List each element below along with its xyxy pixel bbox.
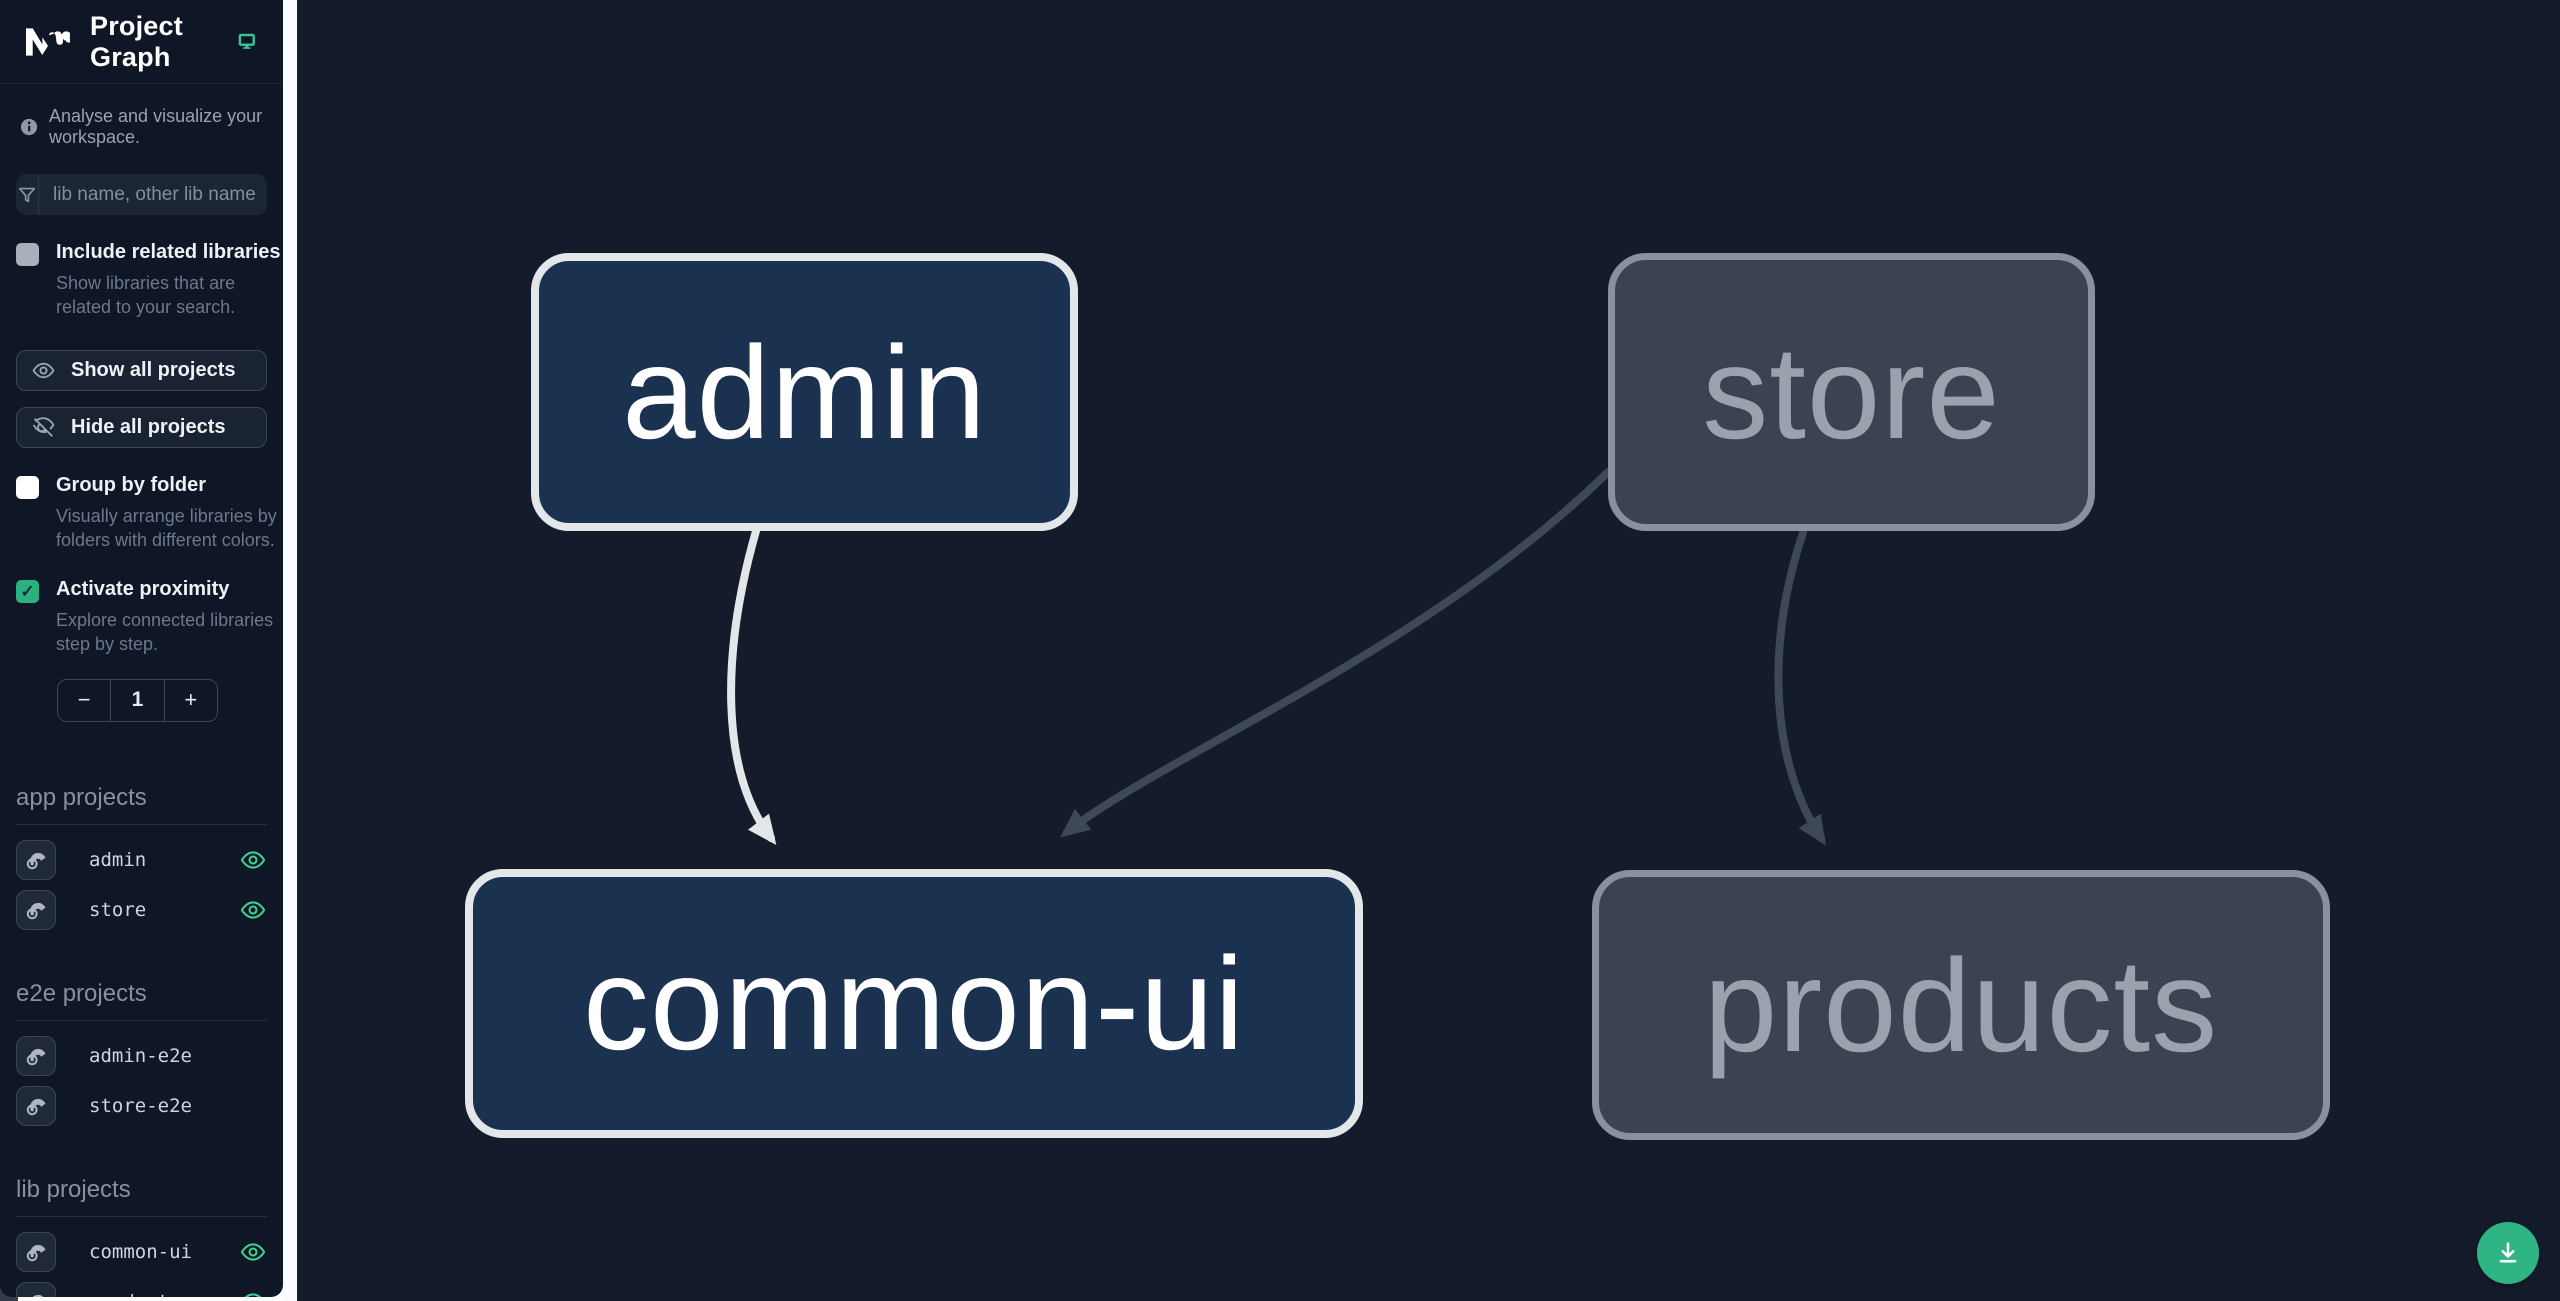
sidebar-resize-handle[interactable] [283,0,297,1301]
focus-project-button[interactable] [16,1281,56,1297]
visibility-eye-icon[interactable] [239,1288,267,1297]
activate-proximity-description: Explore connected libraries step by step… [56,610,274,655]
project-name: admin [89,848,147,871]
tagline-text: Analyse and visualize your workspace. [49,106,263,147]
section-lib-projects: lib projects common-ui [0,1176,283,1297]
project-row-store: store [0,889,283,930]
project-row-admin: admin [0,839,283,880]
info-icon [20,118,38,136]
project-name: admin-e2e [89,1044,192,1067]
group-by-folder-checkbox[interactable] [16,475,39,499]
include-related-checkbox[interactable] [16,243,39,266]
monitor-icon[interactable] [237,28,257,55]
activate-proximity-label: Activate proximity [56,578,230,601]
workspace-tagline: Analyse and visualize your workspace. [0,106,283,148]
focus-project-button[interactable] [16,839,56,880]
project-row-common-ui: common-ui [0,1231,283,1272]
project-name: common-ui [89,1240,192,1263]
filter-input[interactable] [39,174,267,215]
edge-store-to-products[interactable] [1774,529,1826,846]
page-title: Project Graph [90,10,183,72]
download-image-button[interactable] [2477,1222,2539,1284]
download-icon [2499,1242,2517,1263]
group-by-folder-label: Group by folder [56,473,206,496]
proximity-counter: − 1 + [57,678,218,722]
project-row-store-e2e: store-e2e [0,1085,283,1126]
graph-node-admin[interactable]: admin [531,253,1078,531]
section-title: e2e projects [16,980,267,1021]
include-related-description: Show libraries that are related to your … [56,273,236,318]
focus-project-button[interactable] [16,1035,56,1076]
visibility-eye-icon[interactable] [239,846,267,874]
edge-admin-to-common-ui[interactable] [727,527,777,845]
project-row-admin-e2e: admin-e2e [0,1035,283,1076]
include-related-label: Include related libraries [56,241,281,263]
nx-logo-icon [26,27,70,56]
sidebar-header: Project Graph [0,0,283,84]
visibility-eye-icon[interactable] [239,1238,267,1266]
focus-icon [26,852,46,869]
section-app-projects: app projects admin [0,784,283,930]
eye-off-icon [32,416,55,437]
proximity-increment-button[interactable]: + [163,679,217,721]
activate-proximity-checkbox[interactable]: ✓ [16,580,39,604]
focus-icon [32,1294,44,1297]
focus-icon [26,1244,46,1261]
graph-canvas[interactable]: admin store common-ui products [297,0,2560,1301]
focus-project-button[interactable] [16,1085,56,1126]
proximity-value: 1 [110,679,163,721]
graph-node-products[interactable]: products [1592,870,2330,1140]
group-by-folder-option: Group by folder Visually arrange librari… [0,474,283,553]
project-name: store-e2e [89,1094,192,1117]
include-related-option: Include related libraries Show libraries… [0,241,283,320]
section-title: lib projects [16,1176,267,1217]
graph-node-store[interactable]: store [1608,253,2095,531]
focus-icon [26,1048,46,1065]
show-all-projects-button[interactable]: Show all projects [16,349,267,391]
show-all-label: Show all projects [71,358,236,381]
eye-icon [32,362,55,378]
hide-all-projects-button[interactable]: Hide all projects [16,406,267,448]
visibility-eye-icon[interactable] [239,896,267,924]
focus-icon [26,1098,46,1115]
sidebar: Project Graph Analyse and visualize your… [0,0,283,1297]
graph-node-common-ui[interactable]: common-ui [465,869,1363,1138]
project-row-products: products [0,1281,283,1297]
focus-icon [26,902,46,919]
section-e2e-projects: e2e projects admin-e2e store-e2e [0,980,283,1126]
focus-project-button[interactable] [16,889,56,930]
graph-edges-layer [727,468,1826,846]
section-title: app projects [16,784,267,825]
edge-store-to-common-ui[interactable] [1060,468,1612,838]
proximity-decrement-button[interactable]: − [58,680,110,721]
project-name: products [89,1291,181,1297]
filter-input-group [16,174,267,215]
project-name: store [89,898,147,921]
hide-all-label: Hide all projects [71,415,226,438]
filter-icon [16,174,39,215]
group-by-folder-description: Visually arrange libraries by folders wi… [56,505,277,550]
activate-proximity-option: ✓ Activate proximity Explore connected l… [0,578,283,657]
focus-project-button[interactable] [16,1231,56,1272]
